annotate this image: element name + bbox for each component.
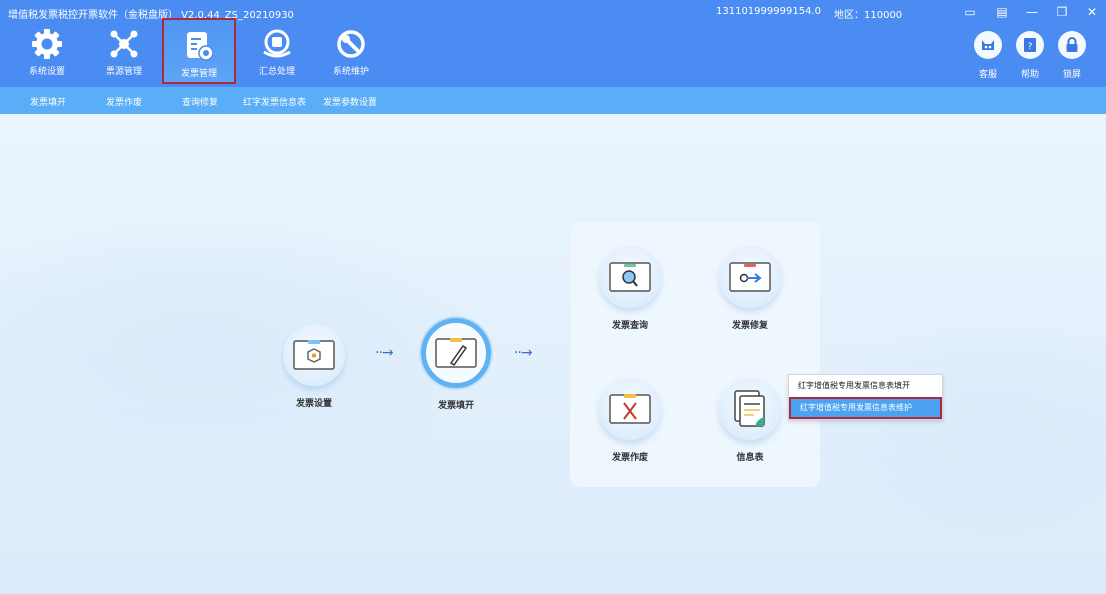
toolbar-label: 系统维护 <box>332 67 369 77</box>
menu-item-red-info-issue[interactable]: 红字增值税专用发票信息表填开 <box>798 381 910 390</box>
info-table-popup-menu: 红字增值税专用发票信息表填开 红字增值税专用发票信息表维护 <box>788 374 943 420</box>
toolbar-system-settings[interactable]: 系统设置 <box>10 18 84 84</box>
customer-service-label: 客服 <box>978 70 997 80</box>
flow-arrow-icon: ··→ <box>375 345 394 361</box>
toolbar-label: 系统设置 <box>28 67 65 77</box>
toolbar-label: 汇总处理 <box>258 67 295 77</box>
minimize-button[interactable]: — <box>1026 5 1038 19</box>
svg-text:?: ? <box>1028 42 1033 52</box>
customer-service-icon <box>982 40 994 50</box>
region-label: 地区：110000 <box>834 10 903 21</box>
gear-icon <box>32 29 62 59</box>
main-toolbar: 系统设置 票源管理 发票管理 汇总处理 系统维护 客服 <box>0 18 1106 87</box>
menu-icon[interactable]: ▤ <box>996 5 1008 19</box>
sub-navigation: 发票填开 发票作废 查询修复 红字发票信息表 发票参数设置 <box>0 87 1106 114</box>
help-label: 帮助 <box>1020 70 1039 80</box>
invoice-edit-icon <box>435 338 477 368</box>
invoice-settings-icon <box>293 340 335 370</box>
menu-item-red-info-maintain[interactable]: 红字增值税专用发票信息表维护 <box>789 397 942 419</box>
toolbar-summary[interactable]: 汇总处理 <box>240 18 314 84</box>
node-invoice-void[interactable]: 发票作废 <box>598 378 662 463</box>
subnav-red-invoice-info[interactable]: 红字发票信息表 <box>243 98 307 108</box>
toolbar-label: 票源管理 <box>105 67 142 77</box>
help-button[interactable]: ? 帮助 <box>1010 31 1050 87</box>
node-label: 发票设置 <box>295 399 332 409</box>
node-info-table[interactable]: 信息表 <box>718 378 782 463</box>
summary-icon <box>263 29 291 58</box>
subnav-query-repair[interactable]: 查询修复 <box>182 98 219 108</box>
wrench-icon <box>337 30 365 58</box>
subnav-invoice-void[interactable]: 发票作废 <box>106 98 143 108</box>
node-label: 发票填开 <box>437 401 474 411</box>
node-invoice-repair[interactable]: 发票修复 <box>718 246 782 331</box>
close-button[interactable]: ✕ <box>1086 5 1098 19</box>
node-invoice-issue[interactable]: 发票填开 <box>420 318 492 411</box>
node-label: 发票作废 <box>611 453 648 463</box>
invoice-doc-icon <box>187 32 214 61</box>
lock-icon <box>1066 37 1078 52</box>
invoice-void-icon <box>609 394 651 424</box>
customer-service-button[interactable]: 客服 <box>968 31 1008 87</box>
subnav-invoice-params[interactable]: 发票参数设置 <box>323 98 378 108</box>
restore-button[interactable]: ❐ <box>1056 5 1068 19</box>
main-content: 发票设置 ··→ 发票填开 ··→ 发票查询 <box>0 114 1106 594</box>
toolbar-invoice-management[interactable]: 发票管理 <box>162 18 236 84</box>
node-label: 信息表 <box>736 453 764 463</box>
lock-screen-button[interactable]: 锁屏 <box>1052 31 1092 87</box>
info-table-icon <box>734 390 765 427</box>
window-title: 增值税发票税控开票软件（金税盘版） V2.0.44_ZS_20210930 <box>8 10 294 21</box>
flow-arrow-icon: ··→ <box>514 345 533 361</box>
invoice-search-icon <box>609 262 651 292</box>
tax-id: 131101999999154.0 <box>716 6 821 17</box>
invoice-repair-icon <box>729 262 771 292</box>
node-invoice-query[interactable]: 发票查询 <box>598 246 662 331</box>
node-label: 发票查询 <box>611 321 648 331</box>
toolbar-label: 发票管理 <box>180 69 217 79</box>
message-icon[interactable]: ▭ <box>964 5 976 19</box>
node-label: 发票修复 <box>731 321 768 331</box>
subnav-invoice-issue[interactable]: 发票填开 <box>30 98 67 108</box>
help-book-icon: ? <box>1024 38 1036 52</box>
node-invoice-settings[interactable]: 发票设置 <box>282 324 346 409</box>
toolbar-ticket-management[interactable]: 票源管理 <box>87 18 161 84</box>
toolbar-system-maintenance[interactable]: 系统维护 <box>314 18 388 84</box>
lock-screen-label: 锁屏 <box>1062 70 1081 80</box>
network-icon <box>110 30 138 58</box>
